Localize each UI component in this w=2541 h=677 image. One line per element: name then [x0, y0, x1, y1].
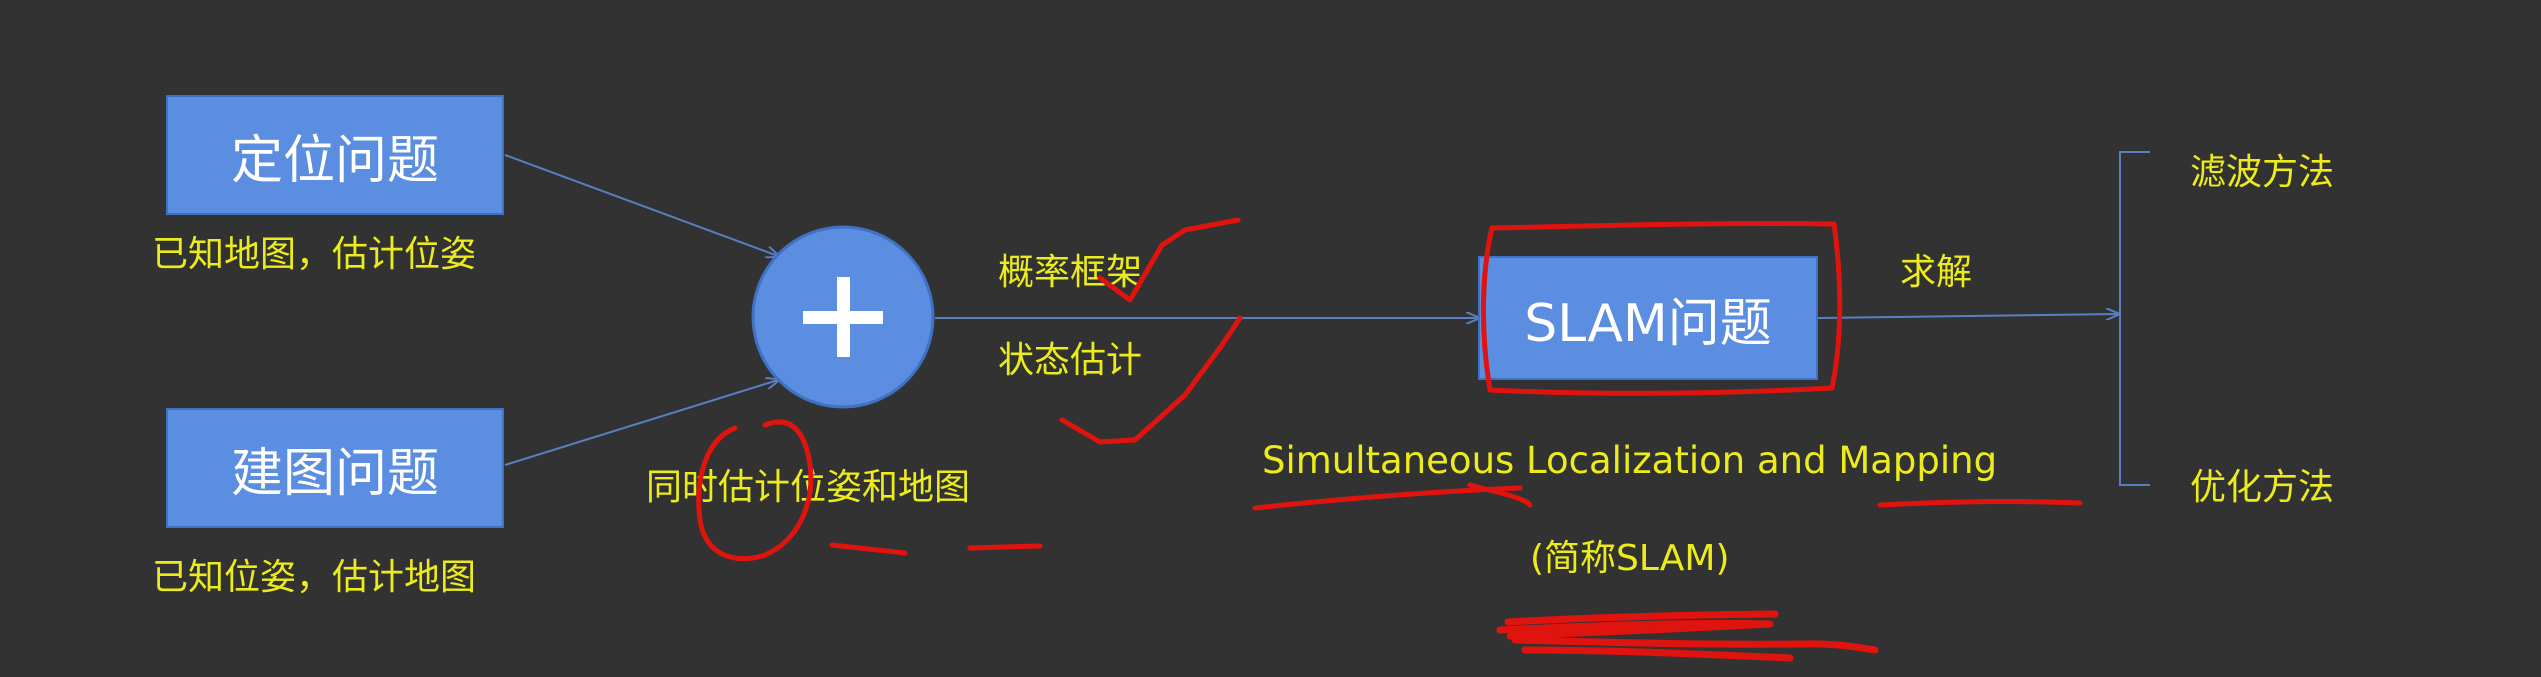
- slam-abbreviation: (简称SLAM): [1530, 538, 1730, 579]
- check-mark-state-annotation: [1059, 315, 1243, 445]
- underline-simultaneous-annotation: [1252, 485, 1523, 511]
- slam-problem-label: SLAM问题: [1524, 293, 1772, 354]
- slam-problem-box: SLAM问题: [1478, 256, 1818, 380]
- filtering-method-label: 滤波方法: [2190, 152, 2335, 193]
- optimization-method-label: 优化方法: [2190, 467, 2335, 508]
- mapping-problem-label: 建图问题: [230, 443, 439, 504]
- underline-and-annotation: [1467, 482, 1533, 508]
- circle-estimate-annotation: [696, 419, 814, 562]
- slam-full-name: Simultaneous Localization and Mapping: [1262, 439, 1998, 482]
- localization-problem-label: 定位问题: [230, 130, 439, 191]
- arrow-slam-to-methods: [1817, 314, 2118, 318]
- arrow-localization-to-plus: [504, 154, 778, 256]
- probability-framework-label: 概率框架: [998, 252, 1143, 293]
- check-mark-probability-annotation: [1097, 217, 1241, 303]
- underline-mapping-annotation: [1877, 499, 2083, 508]
- mapping-caption: 已知位姿，估计地图: [152, 557, 477, 598]
- state-estimation-label: 状态估计: [998, 340, 1143, 381]
- arrow-mapping-to-plus: [504, 380, 778, 466]
- mapping-problem-box: 建图问题: [166, 408, 504, 528]
- plus-icon-vertical: [837, 277, 850, 357]
- slam-abbrev-scribble-annotation: [1496, 610, 1879, 662]
- localization-caption: 已知地图，估计位姿: [152, 234, 477, 275]
- slam-box-highlight-annotation: [1480, 220, 1843, 396]
- localization-problem-box: 定位问题: [166, 95, 504, 215]
- methods-bracket: [2119, 151, 2150, 486]
- underline-joint-left-annotation: [829, 542, 908, 556]
- underline-joint-right-annotation: [967, 543, 1043, 551]
- solve-label: 求解: [1900, 252, 1973, 293]
